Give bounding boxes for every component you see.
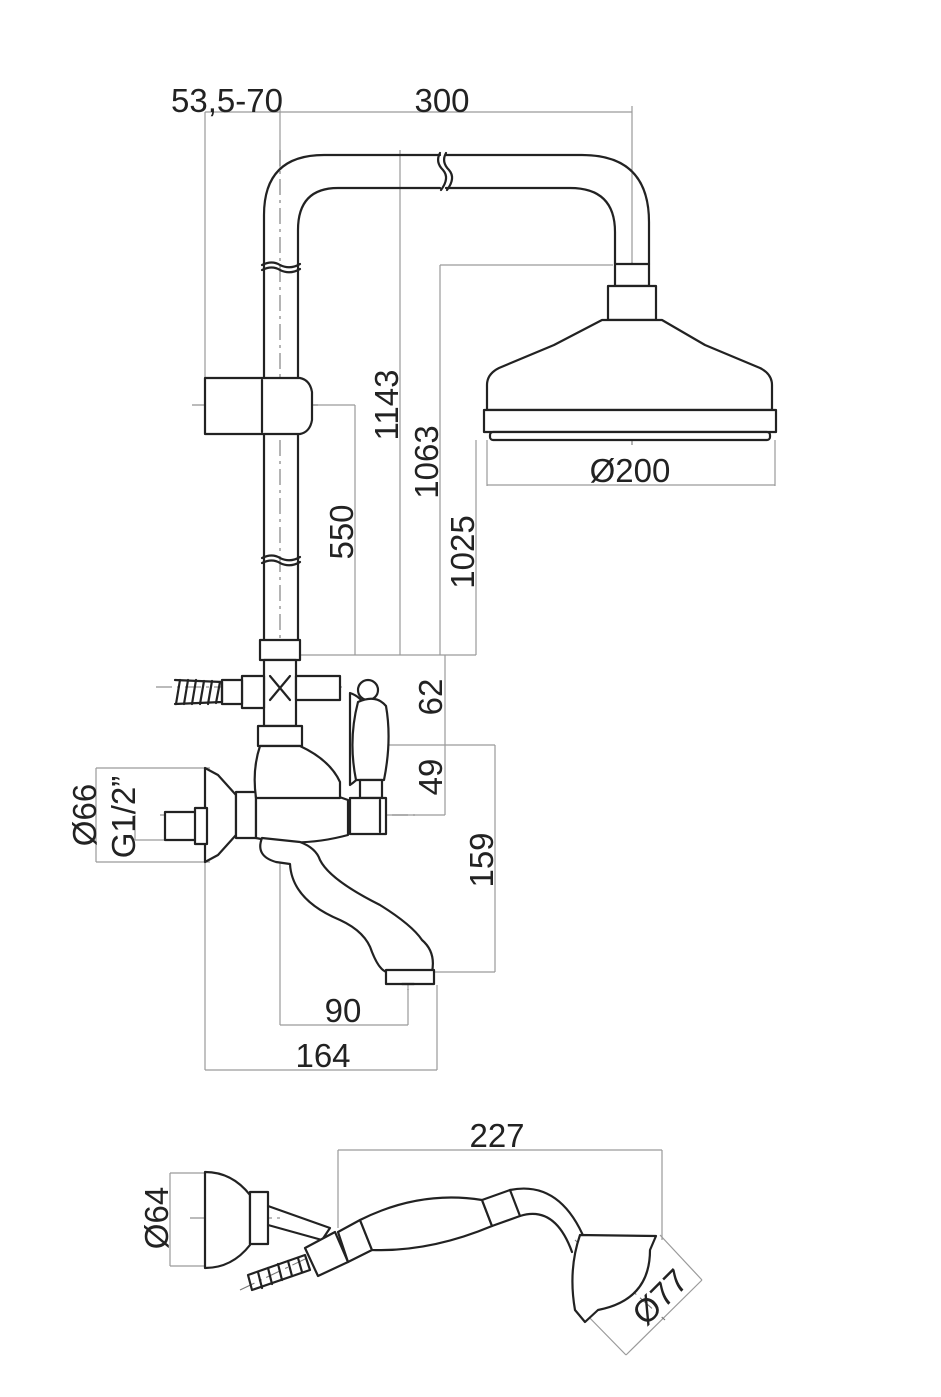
label-overall-projection: 164 <box>295 1037 350 1074</box>
label-flange-diameter: Ø66 <box>66 784 103 846</box>
label-handshower-length: 227 <box>469 1117 524 1154</box>
label-inlet-thread: G1/2” <box>105 776 142 859</box>
label-diverter-height: 62 <box>412 679 449 716</box>
extension-lines <box>95 106 776 1356</box>
label-handle-height: 49 <box>412 759 449 796</box>
label-rose-diameter: Ø200 <box>590 452 671 489</box>
label-riser-height: 1025 <box>444 515 481 588</box>
hand-shower <box>203 1170 658 1324</box>
shower-riser <box>260 151 651 642</box>
label-slider-offset: 53,5-70 <box>171 82 283 119</box>
diverter-block <box>173 638 342 748</box>
label-slider-height: 550 <box>323 504 360 559</box>
label-spout-drop: 159 <box>463 832 500 887</box>
label-holder-diameter: Ø64 <box>138 1187 175 1249</box>
label-head-height: 1063 <box>408 425 445 498</box>
slide-holder <box>203 376 314 436</box>
mixer-body <box>163 678 390 864</box>
label-spout-reach: 90 <box>325 992 362 1029</box>
label-arm-length: 300 <box>414 82 469 119</box>
label-total-height: 1143 <box>368 370 405 441</box>
overhead-shower-head <box>482 262 778 442</box>
bath-spout <box>259 836 436 986</box>
center-lines <box>156 150 666 1321</box>
